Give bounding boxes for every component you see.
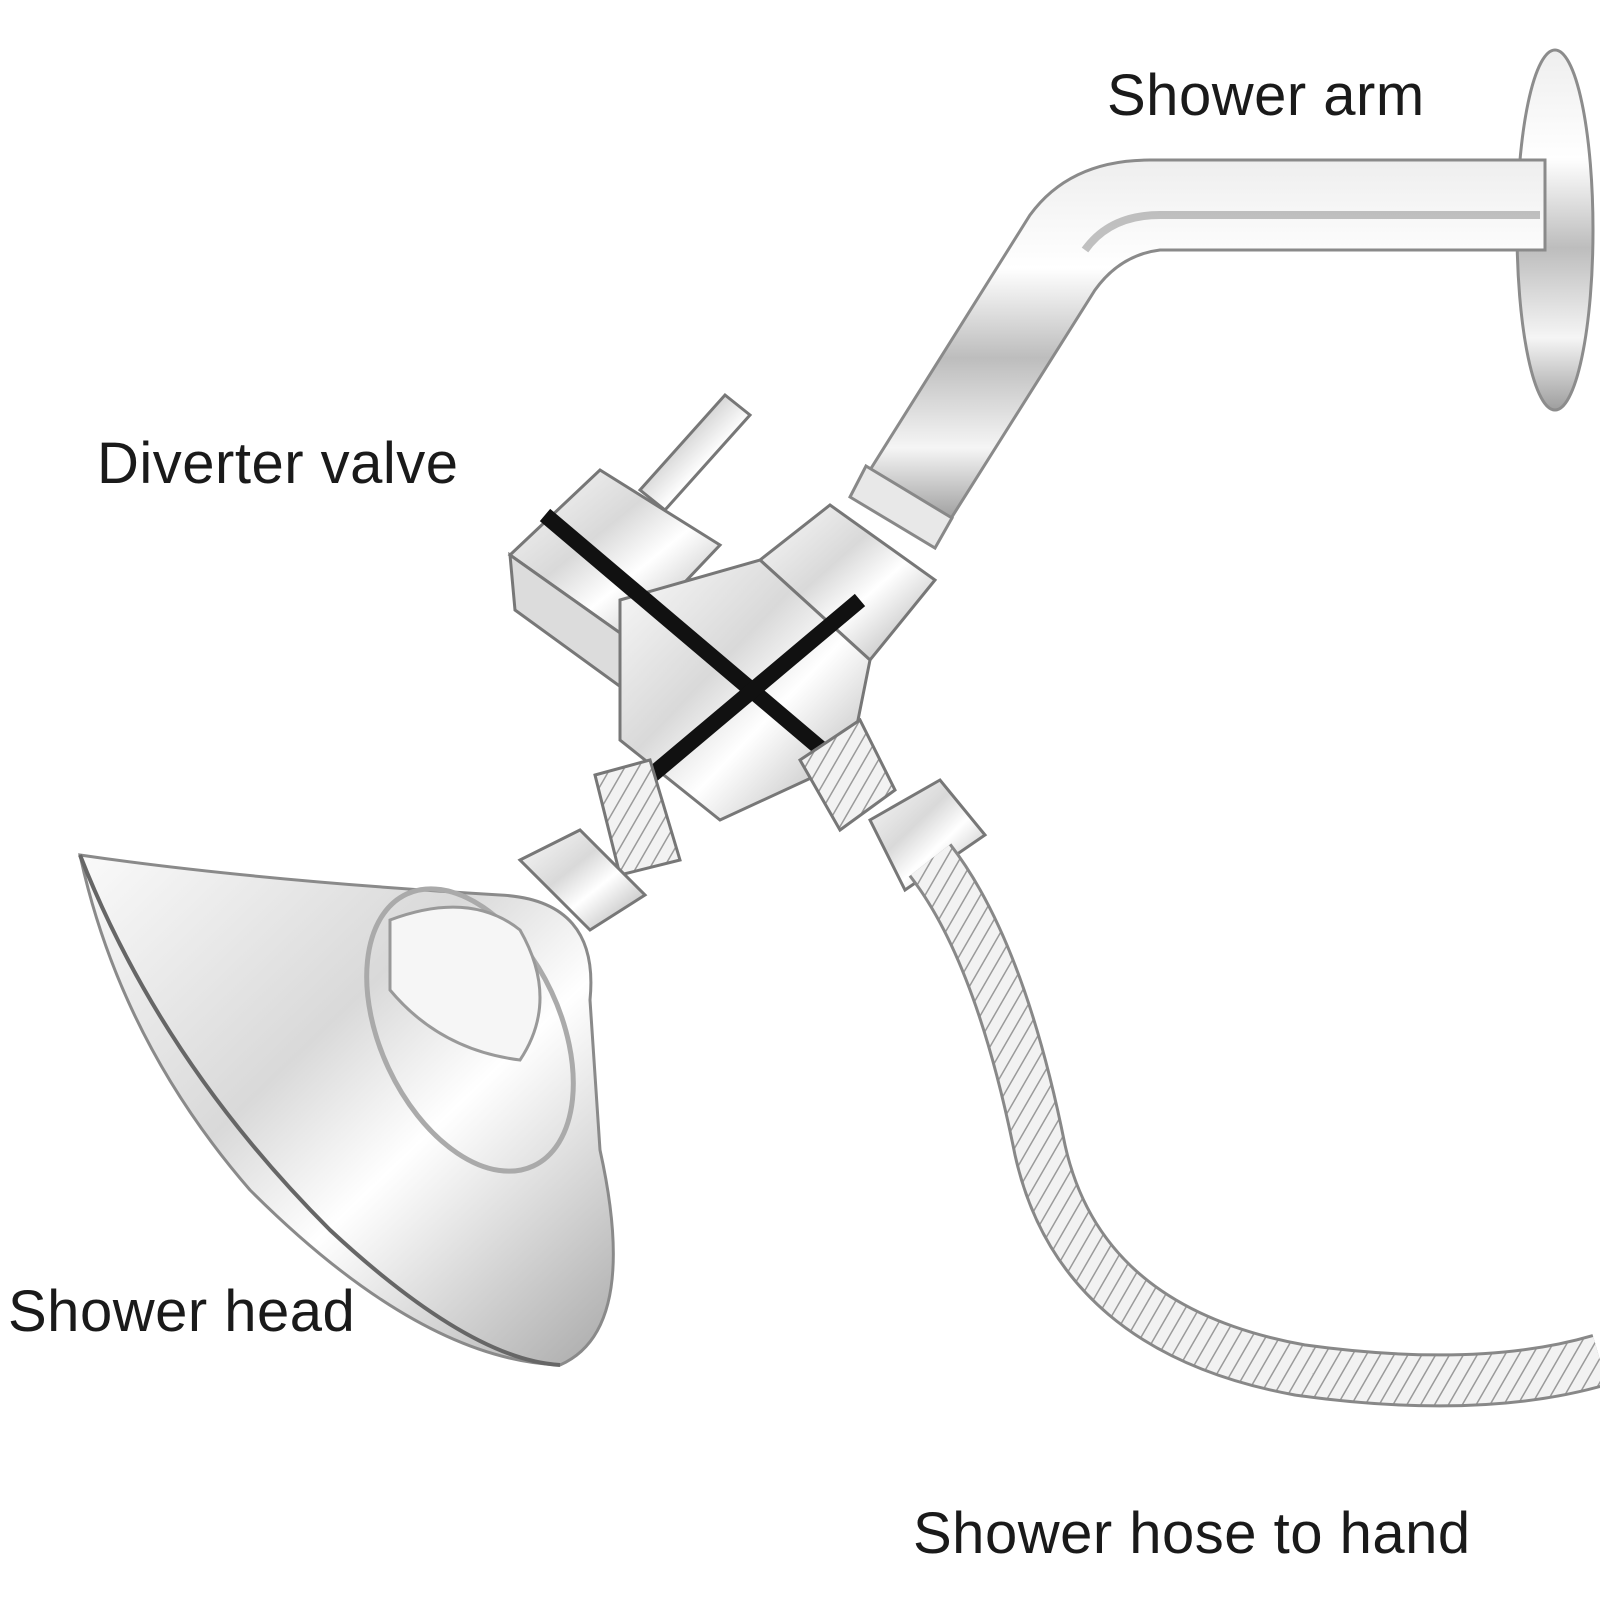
arm-pipe: [867, 158, 1547, 523]
label-shower-arm: Shower arm: [1107, 63, 1425, 128]
shower-arm: [848, 48, 1595, 551]
arm-thread: [848, 463, 955, 551]
label-shower-head: Shower head: [8, 1279, 356, 1344]
diverter-lever: [637, 392, 753, 513]
diverter-valve: [507, 392, 938, 877]
hose-nut: [868, 778, 988, 893]
outlet-thread-hose: [798, 717, 897, 833]
label-shower-hose: Shower hose to hand: [913, 1501, 1471, 1566]
shower-head: [78, 828, 648, 1367]
ball-joint: [388, 905, 542, 1062]
head-nut: [517, 828, 648, 932]
label-diverter-valve: Diverter valve: [97, 431, 459, 496]
outlet-thread-head: [593, 758, 682, 877]
hose-coil: [910, 845, 1600, 1405]
body-groove: [539, 508, 846, 772]
shower-hose: [868, 778, 1600, 1408]
